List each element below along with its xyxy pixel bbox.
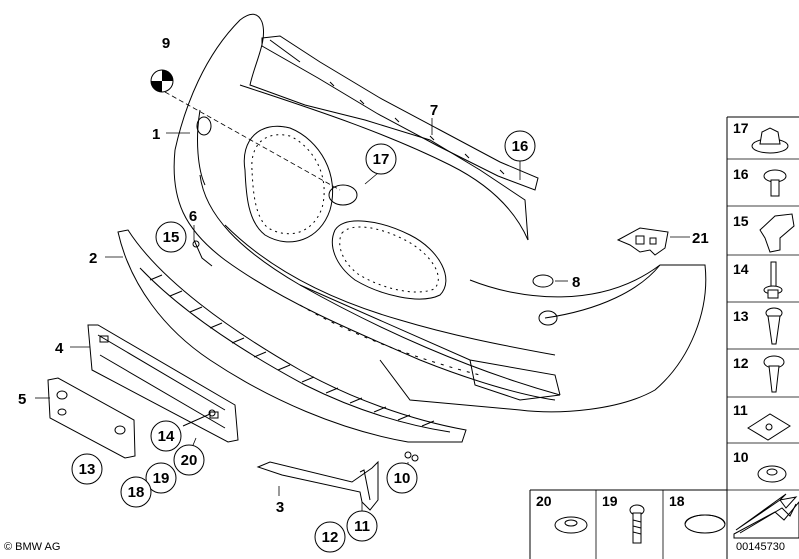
callout-15-circle: 15 [155,221,187,253]
upper-reinforcement-strip [261,35,539,191]
clip-nut-plate-icon [747,413,791,441]
clip-bracket-icon [759,213,795,253]
callout-11: 11 [354,518,370,535]
side-label-16: 16 [733,166,749,182]
callout-13-circle: 13 [71,453,103,485]
callout-5: 5 [18,391,26,408]
callout-19-circle: 19 [145,462,177,494]
rivets-part-10 [404,451,419,462]
screw-icon [763,169,787,197]
bottom-label-19: 19 [602,493,618,509]
emblem-part-9 [150,69,174,93]
callout-14: 14 [158,428,175,445]
callout-2: 2 [89,250,97,267]
callout-20-circle: 20 [173,444,205,476]
callout-16-circle: 16 [504,130,536,162]
callout-17-circle: 17 [365,143,397,175]
callout-9: 9 [162,35,170,52]
license-plate-base [47,377,136,459]
bottom-parts-panel: 20 19 18 [529,489,727,559]
callout-10: 10 [394,470,411,487]
pan-head-screw-icon [763,355,785,393]
callout-12-circle: 12 [314,521,346,553]
callout-18: 18 [128,484,145,501]
callout-16: 16 [512,138,529,155]
callout-4: 4 [55,340,64,357]
stud-part-14 [182,409,216,427]
lower-grille-trim [117,229,467,443]
callout-6: 6 [189,208,197,225]
callout-12: 12 [322,529,339,546]
callout-15: 15 [163,229,180,246]
callout-1: 1 [152,126,160,143]
side-label-15: 15 [733,213,749,229]
callout-7: 7 [430,102,438,119]
side-parts-panel: 17 16 15 14 13 12 11 10 [726,116,799,559]
washer-icon [554,516,588,534]
callout-11-circle: 11 [346,510,378,542]
washer-nut-icon [757,465,787,483]
license-plate-bracket [87,324,239,443]
callout-17: 17 [373,151,390,168]
leader-lines [35,91,690,513]
bottom-label-18: 18 [669,493,685,509]
bolt-icon [629,504,645,544]
callout-21: 21 [692,230,709,247]
self-tapping-screw-icon [765,307,783,345]
lower-bracket [256,460,379,511]
side-label-14: 14 [733,261,749,277]
copyright-label: © BMW AG [4,541,61,553]
bumper-cover [173,13,707,413]
callout-labels: 1 2 3 4 5 6 7 8 9 21 15 16 17 14 20 [18,35,709,553]
callout-18-circle: 18 [120,476,152,508]
side-bracket [616,227,669,256]
side-label-13: 13 [733,308,749,324]
cap-plug-icon [684,514,726,534]
callout-3: 3 [276,499,284,516]
plug-part-8 [532,274,554,288]
direction-arrow-icon [733,493,799,539]
callout-10-circle: 10 [386,462,418,494]
diagram-number: 00145730 [736,541,785,553]
callout-20: 20 [181,452,198,469]
side-label-12: 12 [733,355,749,371]
callout-14-circle: 14 [150,420,182,452]
rivet-icon [763,261,783,299]
callout-8: 8 [572,274,580,291]
side-label-11: 11 [733,402,748,418]
bottom-label-20: 20 [536,493,552,509]
side-label-10: 10 [733,449,749,465]
callout-13: 13 [79,461,96,478]
clip-nut-icon [751,127,789,154]
bolt-part-6 [192,239,213,267]
side-label-17: 17 [733,120,749,136]
callout-19: 19 [153,470,170,487]
